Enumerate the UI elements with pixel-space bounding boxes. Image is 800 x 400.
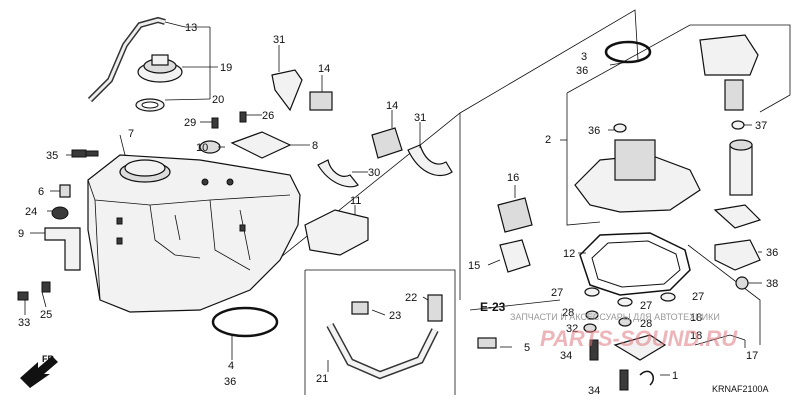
callout-20: 20 xyxy=(212,94,224,106)
callout-6: 6 xyxy=(38,186,44,198)
callout-19: 19 xyxy=(220,62,232,74)
callout-18-upper: 18 xyxy=(690,312,702,324)
callout-numbers: 13 19 20 31 14 29 26 7 10 8 30 11 14 31 … xyxy=(18,22,778,397)
callout-32: 32 xyxy=(566,323,578,335)
callout-36-regulator: 36 xyxy=(766,247,778,259)
callout-28-mid: 28 xyxy=(640,318,652,330)
callout-7: 7 xyxy=(128,128,134,140)
watermark-text: ЗАПЧАСТИ И АКСЕССУАРЫ ДЛЯ АВТОТЕХНИКИ xyxy=(510,312,720,322)
pump-seal-and-fittings xyxy=(579,232,746,391)
callout-9: 9 xyxy=(18,228,24,240)
callout-36-ring: 36 xyxy=(576,65,588,77)
callout-24: 24 xyxy=(25,206,37,218)
leader-lines xyxy=(24,21,762,376)
callout-33: 33 xyxy=(18,317,30,329)
callout-18-lower: 18 xyxy=(690,330,702,342)
callout-28-left: 28 xyxy=(562,307,574,319)
callout-25: 25 xyxy=(40,309,52,321)
callout-13: 13 xyxy=(185,22,197,34)
callout-37: 37 xyxy=(755,120,767,132)
left-side-fasteners xyxy=(17,149,99,301)
callout-2: 2 xyxy=(545,134,551,146)
callout-15: 15 xyxy=(468,260,480,272)
callout-29: 29 xyxy=(184,117,196,129)
callout-14-upper: 14 xyxy=(318,63,330,75)
callout-36-oring: 36 xyxy=(588,125,600,137)
callout-8: 8 xyxy=(312,140,318,152)
diagram-code: KRNAF2100A xyxy=(712,384,769,394)
callout-1: 1 xyxy=(672,370,678,382)
callout-38: 38 xyxy=(766,278,778,290)
callout-11: 11 xyxy=(350,195,361,207)
callout-35: 35 xyxy=(46,150,58,162)
callout-31-upper: 31 xyxy=(273,34,285,46)
callout-14-lower: 14 xyxy=(386,100,398,112)
callout-4: 4 xyxy=(228,360,234,372)
tank-seal-ring xyxy=(211,306,279,338)
callout-21: 21 xyxy=(316,373,328,385)
callout-27-left: 27 xyxy=(551,287,563,299)
callout-23: 23 xyxy=(389,310,401,322)
hose-assembly xyxy=(326,294,497,380)
callout-27-right: 27 xyxy=(692,291,704,303)
callout-36-tank: 36 xyxy=(224,376,236,388)
callout-30: 30 xyxy=(368,167,380,179)
fuel-tank xyxy=(87,154,301,313)
callout-10: 10 xyxy=(196,142,208,154)
callout-34-upper: 34 xyxy=(560,350,572,362)
front-label: FR. xyxy=(42,354,57,364)
breather-hose-and-cap xyxy=(87,16,183,112)
callout-17: 17 xyxy=(746,350,758,362)
callout-5: 5 xyxy=(524,342,530,354)
callout-27-mid: 27 xyxy=(640,300,652,312)
callout-26: 26 xyxy=(262,110,274,122)
callout-31-lower: 31 xyxy=(414,112,426,124)
protector-parts xyxy=(497,197,533,273)
small-fasteners-upper xyxy=(199,69,453,256)
callout-34-lower: 34 xyxy=(588,385,600,397)
front-arrow-icon xyxy=(20,356,58,388)
callout-16: 16 xyxy=(507,172,519,184)
callout-22: 22 xyxy=(405,292,417,304)
watermark-logo: PARTS-SOUND.RU xyxy=(540,326,738,351)
callout-12: 12 xyxy=(563,248,575,260)
section-reference-label: E-23 xyxy=(480,300,506,314)
callout-3: 3 xyxy=(581,51,587,63)
pump-module xyxy=(574,34,762,290)
